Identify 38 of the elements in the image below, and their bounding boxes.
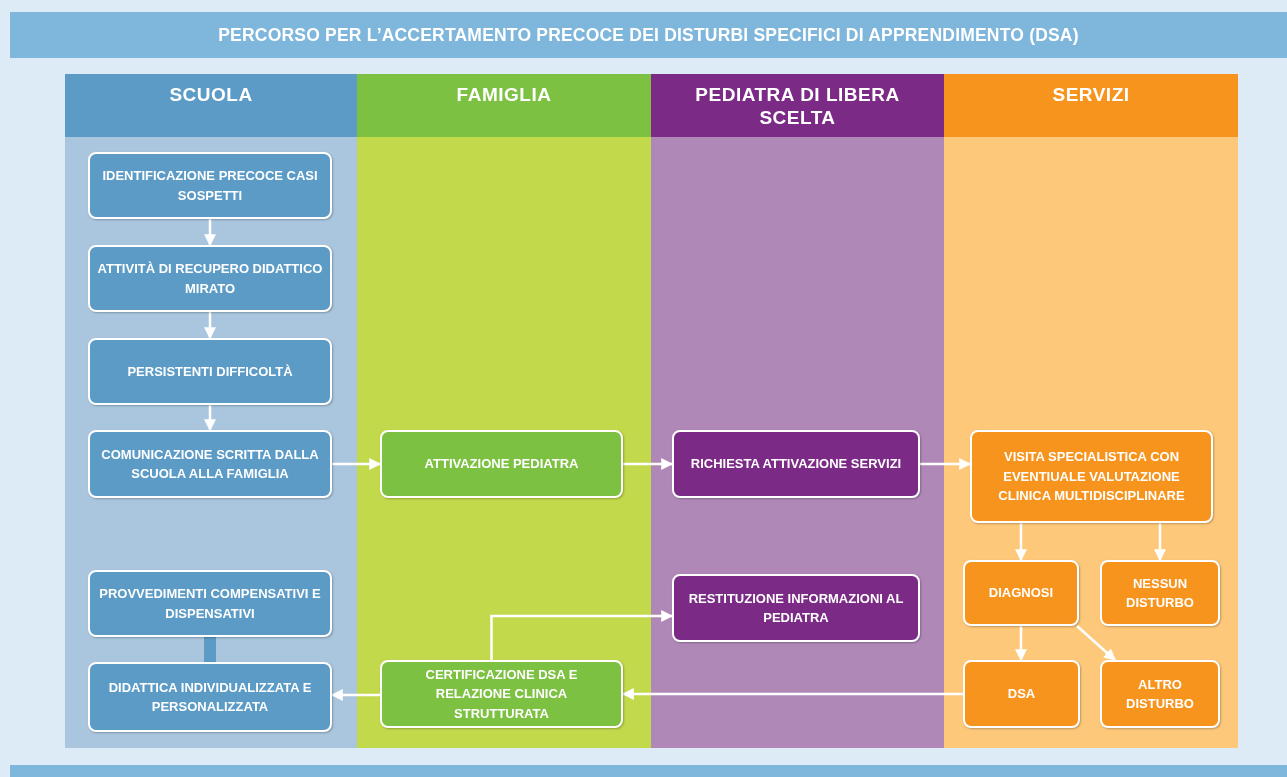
process-box: DSA [963, 660, 1080, 728]
arrow [490, 610, 674, 660]
lane-header: SERVIZI [944, 74, 1238, 137]
process-box: ATTIVITÀ DI RECUPERO DIDATTICO MIRATO [88, 245, 332, 312]
process-box: DIDATTICA INDIVIDUALIZZATA E PERSONALIZZATA [88, 662, 332, 732]
lane-header: PEDIATRA DI LIBERA SCELTA [651, 74, 944, 137]
process-box: ATTIVAZIONE PEDIATRA [380, 430, 623, 498]
process-box: RICHIESTA ATTIVAZIONE SERVIZI [672, 430, 920, 498]
connector-bar [204, 637, 216, 662]
arrow [332, 458, 382, 470]
swimlane [65, 74, 357, 748]
title-banner: PERCORSO PER L’ACCERTAMENTO PRECOCE DEI DISTURBI SPECIFICI DI APPRENDIMENTO (DSA) [10, 12, 1287, 58]
swimlane [357, 74, 651, 748]
arrow [1015, 626, 1027, 662]
arrow [330, 689, 380, 701]
lane-header: SCUOLA [65, 74, 357, 137]
arrow [1076, 625, 1116, 661]
arrow [920, 458, 972, 470]
arrow [623, 458, 674, 470]
process-box: CERTIFICAZIONE DSA E RELAZIONE CLINICA STRUTTURATA [380, 660, 623, 728]
swimlane [651, 74, 944, 748]
process-box: PROVVEDIMENTI COMPENSATIVI E DISPENSATIVI [88, 570, 332, 637]
arrow [204, 312, 216, 340]
arrow [621, 688, 963, 700]
process-box: VISITA SPECIALISTICA CON EVENTIUALE VALUTAZIONE CLINICA MULTIDISCIPLINARE [970, 430, 1213, 523]
arrow [1154, 523, 1166, 562]
process-box: PERSISTENTI DIFFICOLTÀ [88, 338, 332, 405]
arrow [204, 219, 216, 247]
lane-header: FAMIGLIA [357, 74, 651, 137]
swimlane [944, 74, 1238, 748]
process-box: DIAGNOSI [963, 560, 1079, 626]
arrow [204, 405, 216, 432]
process-box: NESSUN DISTURBO [1100, 560, 1220, 626]
process-box: COMUNICAZIONE SCRITTA DALLA SCUOLA ALLA FAMIGLIA [88, 430, 332, 498]
process-box: IDENTIFICAZIONE PRECOCE CASI SOSPETTI [88, 152, 332, 219]
arrow [1015, 523, 1027, 562]
process-box: ALTRO DISTURBO [1100, 660, 1220, 728]
process-box: RESTITUZIONE INFORMAZIONI AL PEDIATRA [672, 574, 920, 642]
